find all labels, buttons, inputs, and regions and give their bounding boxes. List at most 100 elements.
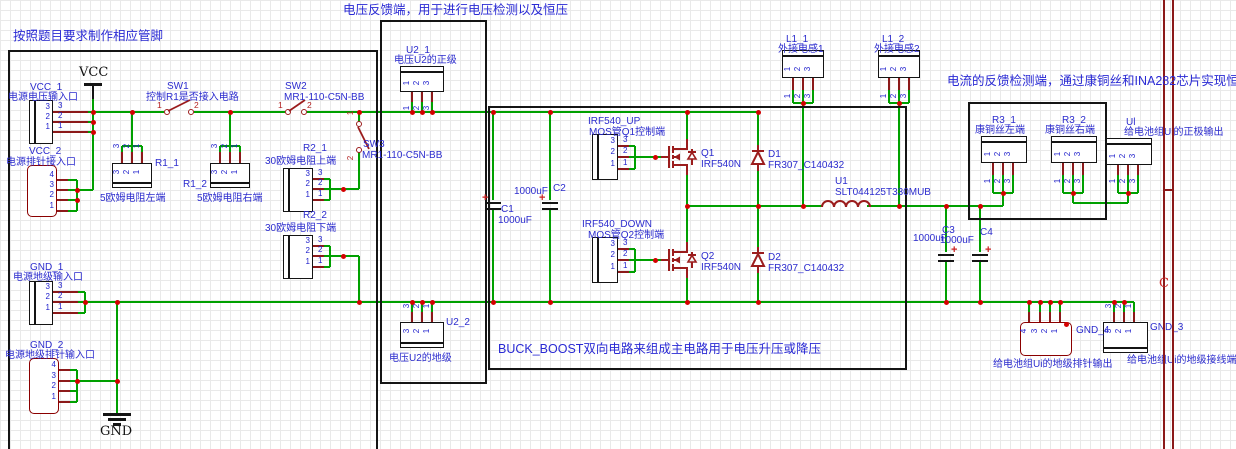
component-value[interactable]: 1000uF [913, 233, 947, 244]
wire-segment[interactable] [1073, 202, 1128, 204]
component-description[interactable]: 给电池组Ui的地级接线端 [1127, 355, 1236, 366]
wire-segment[interactable] [629, 168, 635, 170]
wire-segment[interactable] [992, 175, 994, 193]
wire-segment[interactable] [121, 146, 123, 152]
wire-segment[interactable] [1127, 175, 1129, 203]
wire-segment[interactable] [1028, 302, 1030, 312]
wire-segment[interactable] [1049, 302, 1051, 312]
component-description[interactable]: 电压U2的地级 [389, 353, 452, 364]
component-description[interactable]: MOS管Q2控制端 [588, 230, 665, 241]
wire-segment[interactable] [194, 111, 285, 113]
wire-segment[interactable] [68, 179, 77, 181]
component-part-number[interactable]: IRF540N [701, 159, 742, 170]
wire-segment[interactable] [629, 145, 635, 147]
wire-segment[interactable] [307, 111, 758, 113]
wire-segment[interactable] [629, 248, 635, 250]
component-designator[interactable]: Ul [1126, 117, 1136, 128]
wire-segment[interactable] [70, 369, 77, 371]
component-description[interactable]: 30欧姆电阻下端 [265, 223, 337, 234]
component-designator[interactable]: R3_1 [992, 115, 1016, 126]
component-description[interactable]: 康铜丝左端 [975, 125, 1025, 136]
component-designator[interactable]: C1 [501, 204, 514, 215]
wire-segment[interactable] [629, 156, 635, 158]
component-value[interactable]: 1000uF [940, 235, 974, 246]
wire-segment[interactable] [219, 146, 221, 152]
component-description[interactable]: MR1-110-C5N-BB [362, 150, 443, 161]
wire-segment[interactable] [812, 90, 814, 103]
wire-segment[interactable] [324, 178, 330, 180]
wire-segment[interactable] [979, 206, 981, 252]
component-IRF540_DOWN[interactable] [592, 237, 618, 283]
annotation-pin-creation[interactable]: 按照题目要求制作相应管脚 [13, 29, 164, 43]
component-value[interactable]: 1000uF [514, 186, 548, 197]
component-designator[interactable]: C4 [980, 227, 993, 238]
component-designator[interactable]: U2_1 [406, 45, 430, 56]
wire-segment[interactable] [324, 266, 330, 268]
wire-segment[interactable] [229, 112, 231, 152]
wire-segment[interactable] [1117, 175, 1119, 193]
wire-segment[interactable] [1082, 175, 1084, 193]
wire-segment[interactable] [68, 199, 77, 201]
wire-segment[interactable] [324, 255, 330, 257]
wire-segment[interactable] [1137, 175, 1139, 193]
wire-segment[interactable] [757, 271, 759, 302]
component-description[interactable]: 外接电感1 [778, 44, 824, 55]
wire-segment[interactable] [411, 302, 413, 312]
component-GND_1[interactable] [29, 281, 53, 325]
wire-segment[interactable] [92, 98, 94, 190]
component-designator[interactable]: R3_2 [1062, 115, 1086, 126]
wire-segment[interactable] [78, 301, 85, 303]
component-description[interactable]: 电源地级输入口 [13, 272, 83, 283]
component-designator[interactable]: GND_1 [30, 262, 64, 273]
wire-segment[interactable] [77, 189, 93, 191]
net-label-gnd[interactable]: GND [100, 424, 133, 439]
inductor-U1[interactable] [820, 196, 872, 215]
wire-segment[interactable] [70, 401, 77, 403]
component-description[interactable]: 电压U2的正级 [394, 55, 457, 66]
wire-segment[interactable] [324, 199, 330, 201]
component-designator[interactable]: SW2 [285, 81, 307, 92]
wire-segment[interactable] [78, 312, 85, 314]
wire-segment[interactable] [131, 112, 133, 152]
wire-segment[interactable] [421, 102, 423, 112]
component-description[interactable]: 电源电压输入口 [8, 92, 78, 103]
annotation-buck-boost[interactable]: BUCK_BOOST双向电路来组成主电路用于电压升压或降压 [498, 342, 821, 356]
component-part-number[interactable]: FR307_C140432 [768, 160, 845, 171]
wire-segment[interactable] [239, 146, 241, 152]
wire-segment[interactable] [116, 302, 118, 413]
wire-segment[interactable] [68, 210, 77, 212]
switch-blade[interactable] [287, 97, 307, 118]
component-designator[interactable]: R2_1 [303, 143, 327, 154]
component-designator[interactable]: C3 [942, 225, 955, 236]
component-designator[interactable]: L1_2 [882, 34, 905, 45]
wire-segment[interactable] [1123, 302, 1125, 312]
mosfet-Q1[interactable] [661, 136, 701, 183]
wire-segment[interactable] [1012, 175, 1014, 193]
wire-segment[interactable] [1039, 302, 1041, 312]
component-value[interactable]: 1000uF [498, 215, 532, 226]
wire-segment[interactable] [358, 256, 360, 302]
component-designator[interactable]: L1_1 [786, 34, 809, 45]
annotation-voltage-feedback[interactable]: 电压反馈端，用于进行电压检测以及恒压 [343, 3, 569, 17]
component-R1_1[interactable] [112, 163, 152, 188]
switch-blade[interactable] [356, 125, 372, 157]
component-designator[interactable]: VCC_2 [29, 146, 62, 157]
wire-segment[interactable] [77, 380, 117, 382]
wire-segment[interactable] [635, 156, 663, 158]
diode-D1[interactable] [749, 145, 767, 176]
wire-segment[interactable] [70, 390, 77, 392]
wire-segment[interactable] [629, 271, 635, 273]
wire-segment[interactable] [1062, 175, 1064, 193]
component-designator[interactable]: C2 [553, 183, 566, 194]
component-designator[interactable]: GND_4 [1076, 325, 1110, 336]
net-label-vcc[interactable]: VCC [79, 65, 109, 80]
component-description[interactable]: 给电池组Ui的地级排针输出 [993, 359, 1113, 370]
switch-blade[interactable] [166, 97, 192, 118]
wire-segment[interactable] [358, 152, 360, 189]
wire-segment[interactable] [686, 206, 688, 242]
wire-segment[interactable] [686, 277, 688, 302]
wire-segment[interactable] [686, 112, 688, 140]
wire-segment[interactable] [358, 112, 360, 122]
group-box-2[interactable] [488, 106, 907, 370]
component-designator[interactable]: IRF540_UP [588, 116, 641, 127]
